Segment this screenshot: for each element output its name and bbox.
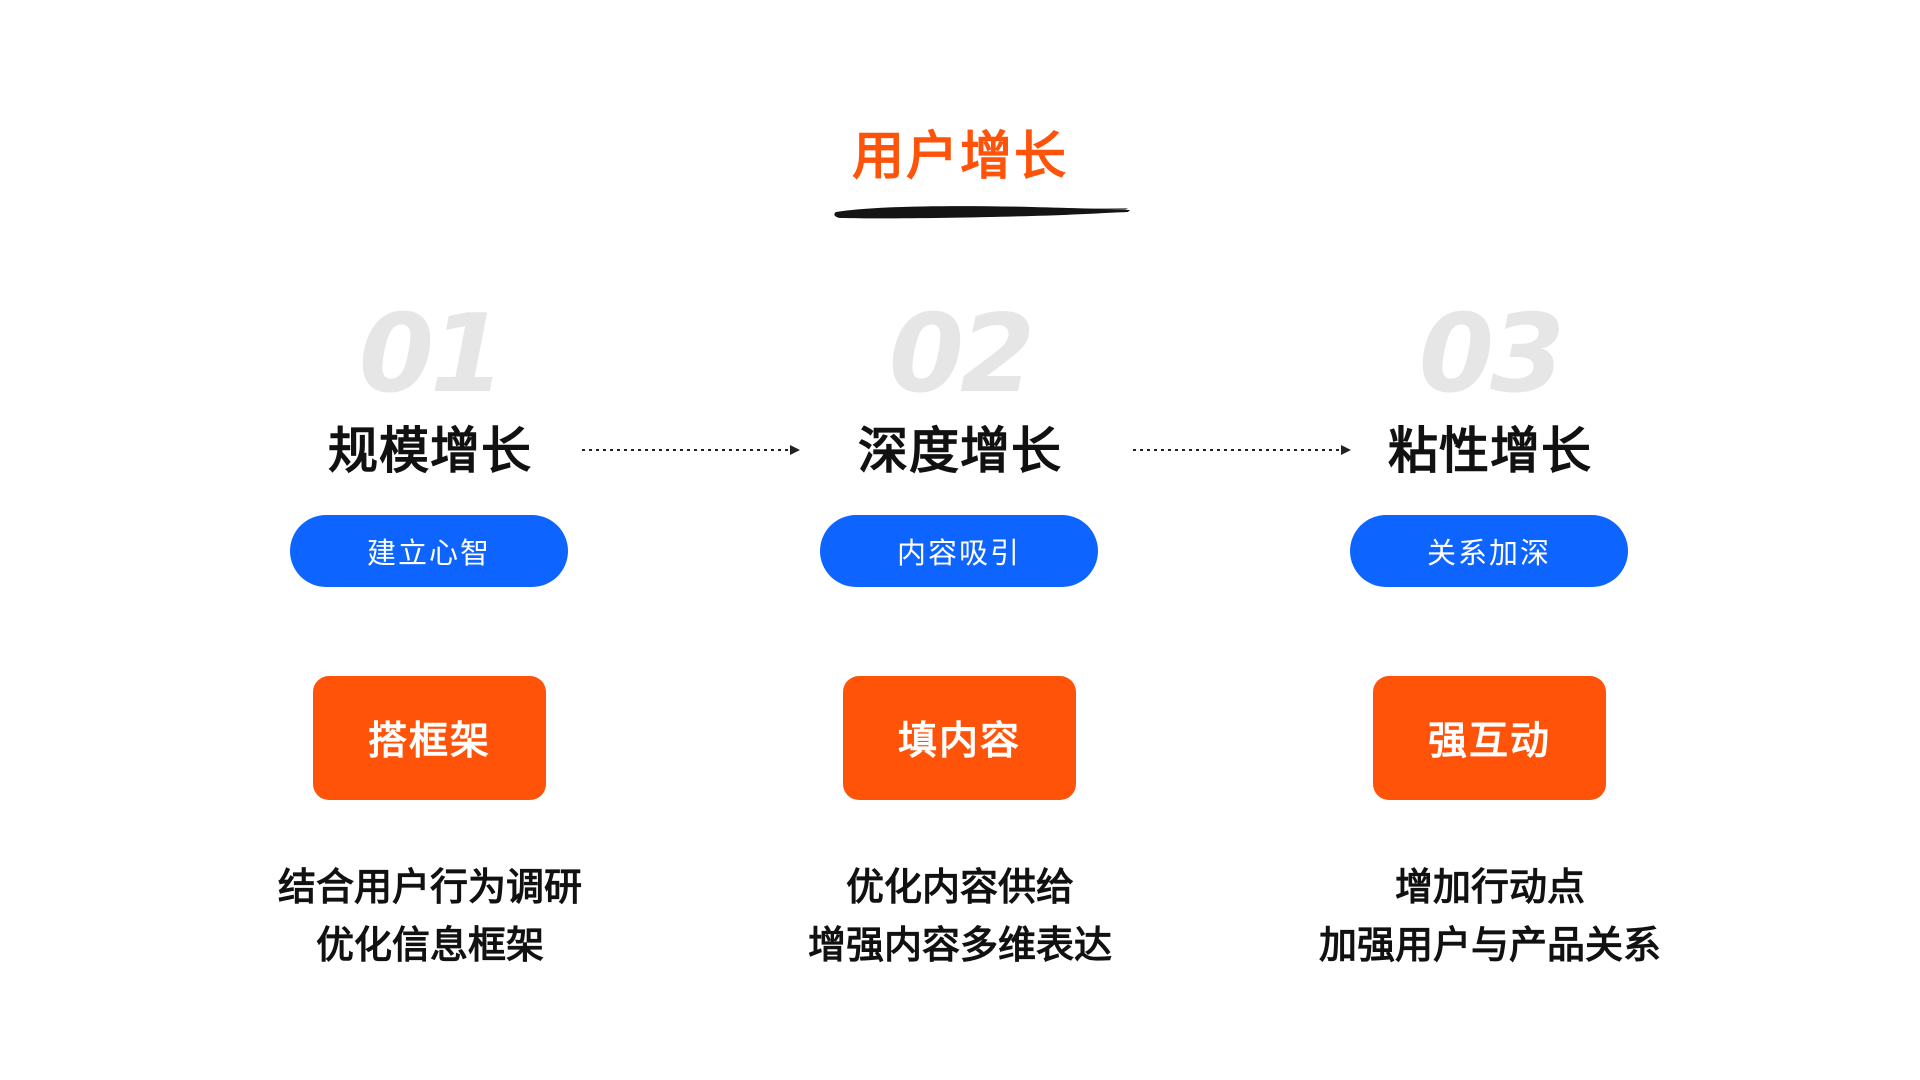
step-tag: 填内容 — [843, 676, 1076, 800]
step-pill: 内容吸引 — [820, 515, 1098, 587]
step-heading: 深度增长 — [858, 422, 1062, 480]
step-tag: 搭框架 — [313, 676, 546, 800]
dotted-arrow-icon — [582, 445, 800, 455]
step-description: 优化内容供给 增强内容多维表达 — [680, 858, 1240, 974]
step-description-line: 加强用户与产品关系 — [1318, 923, 1661, 967]
step-description-line: 增加行动点 — [1394, 865, 1585, 909]
step-description: 增加行动点 加强用户与产品关系 — [1210, 858, 1770, 974]
step-description-line: 增强内容多维表达 — [807, 923, 1112, 967]
step-description-line: 优化信息框架 — [315, 923, 544, 967]
step-tag: 强互动 — [1373, 676, 1606, 800]
step-description-line: 结合用户行为调研 — [277, 865, 582, 909]
dotted-arrow-icon — [1133, 445, 1351, 455]
step-heading: 粘性增长 — [1388, 422, 1592, 480]
step-description-line: 优化内容供给 — [845, 865, 1074, 909]
step-number: 03 — [1418, 292, 1565, 417]
step-pill: 建立心智 — [290, 515, 568, 587]
step-number: 01 — [358, 292, 505, 417]
step-number: 02 — [888, 292, 1035, 417]
step-pill: 关系加深 — [1350, 515, 1628, 587]
step-column-3: 03 粘性增长 关系加深 强互动 增加行动点 加强用户与产品关系 — [1210, 0, 1770, 1080]
step-column-2: 02 深度增长 内容吸引 填内容 优化内容供给 增强内容多维表达 — [680, 0, 1240, 1080]
page-title: 用户增长 — [851, 127, 1068, 187]
step-description: 结合用户行为调研 优化信息框架 — [150, 858, 710, 974]
step-heading: 规模增长 — [328, 422, 532, 480]
brush-stroke-underline — [834, 206, 1130, 219]
step-column-1: 01 规模增长 建立心智 搭框架 结合用户行为调研 优化信息框架 — [150, 0, 710, 1080]
